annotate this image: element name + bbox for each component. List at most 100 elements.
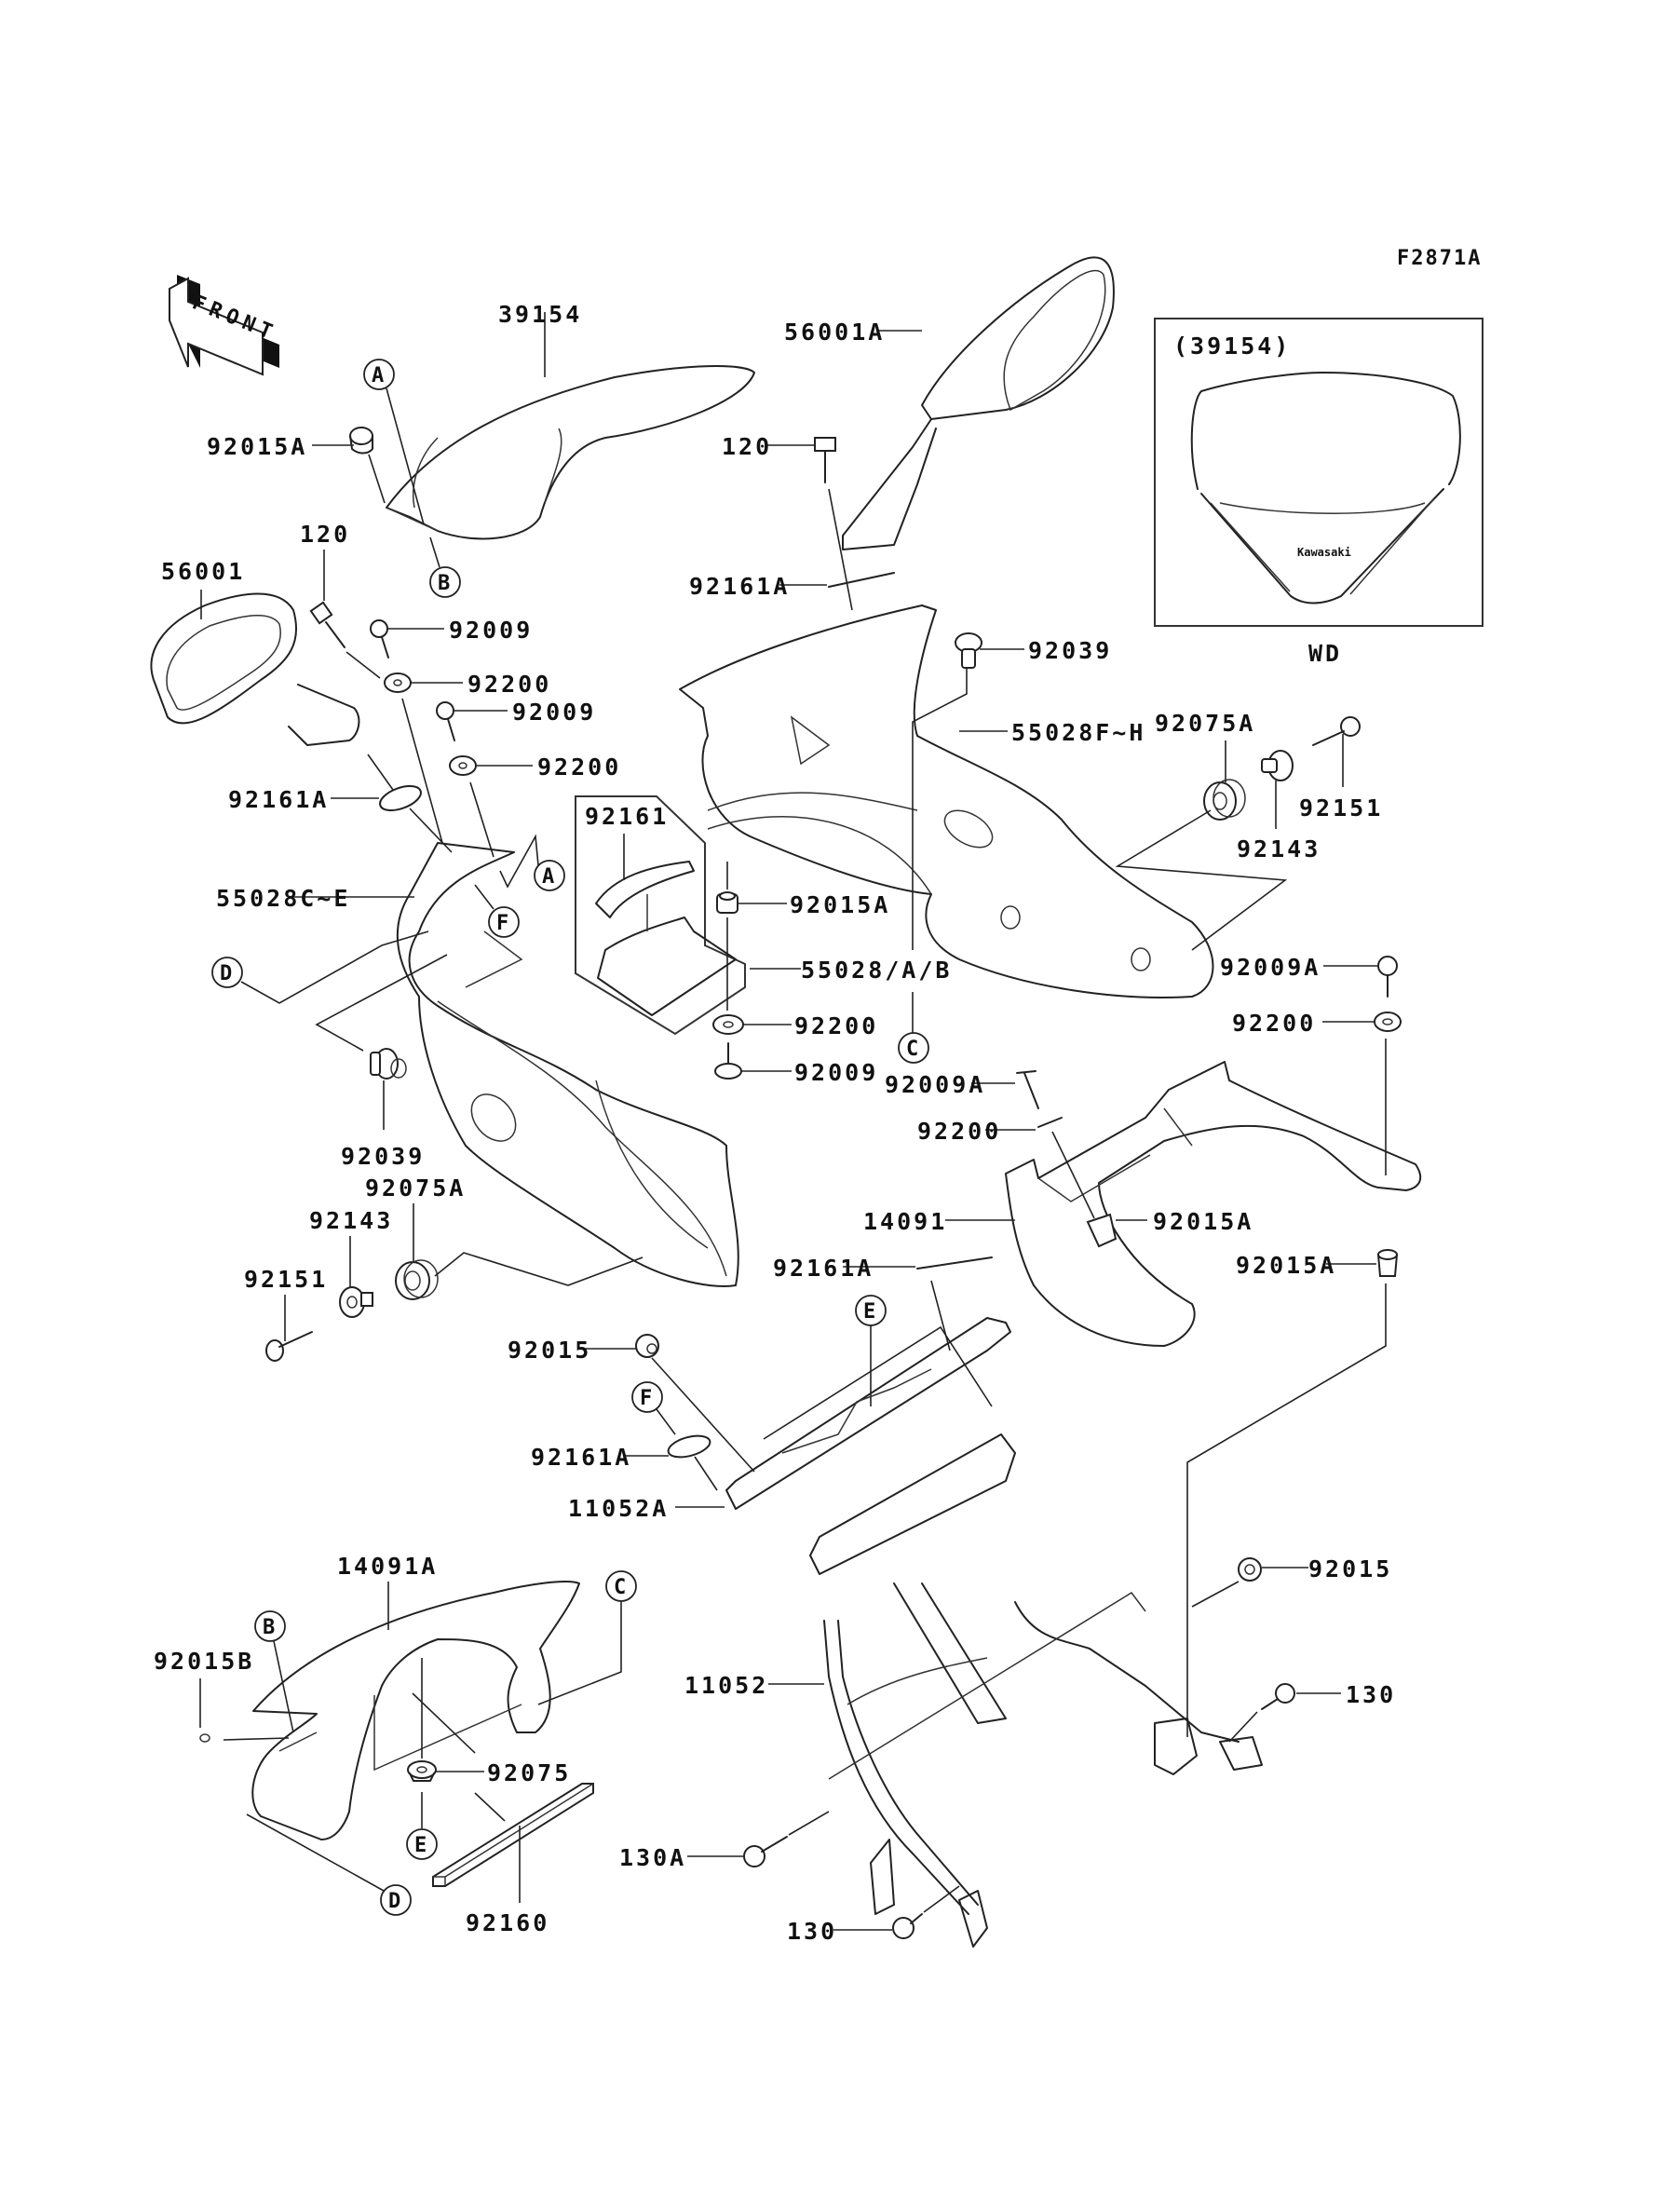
part-label-92200-right: 92200 <box>1232 1010 1316 1037</box>
part-label-92015A-mid: 92015A <box>790 891 890 918</box>
ref-marker-A: A <box>542 865 554 889</box>
inset-title: (39154) <box>1173 333 1291 360</box>
washer-icon <box>712 1014 744 1035</box>
part-label-92015A-under: 92015A <box>1153 1208 1253 1235</box>
part-label-120-right: 120 <box>722 433 772 460</box>
part-label-55028C-E: 55028C~E <box>216 885 350 912</box>
grommet-icon <box>349 427 373 455</box>
washer-icon <box>1374 1012 1402 1032</box>
screw-icon <box>1016 1070 1039 1109</box>
part-label-11052: 11052 <box>684 1672 768 1699</box>
part-label-92009-a: 92009 <box>449 617 533 644</box>
part-label-92009A-right: 92009A <box>1220 954 1321 981</box>
bolt-icon <box>743 1836 788 1867</box>
washer-icon <box>384 672 412 693</box>
rivet-clip-icon <box>955 632 982 669</box>
bolt-icon <box>814 437 836 483</box>
ref-marker-F: F <box>496 912 508 935</box>
figure-code: F2871A <box>1397 247 1482 270</box>
grommet-icon <box>1086 1213 1118 1248</box>
grommet-icon <box>407 1760 437 1782</box>
screw-icon <box>436 701 455 741</box>
inner-cover-part <box>1005 1061 1422 1347</box>
part-label-92009-b: 92009 <box>512 699 596 726</box>
part-label-92075A-left: 92075A <box>365 1175 466 1202</box>
part-label-92015-right: 92015 <box>1308 1555 1392 1582</box>
clip-nut-icon <box>199 1733 210 1743</box>
bolt-icon <box>892 1913 923 1939</box>
screw-icon <box>1377 956 1398 998</box>
part-label-92161A-bracket: 92161A <box>773 1255 874 1282</box>
part-label-92143-right: 92143 <box>1237 835 1321 862</box>
front-bracket-part <box>725 1317 1016 1575</box>
washer-icon <box>449 755 477 776</box>
screw-icon <box>714 1042 742 1080</box>
ref-marker-E: E <box>863 1300 875 1324</box>
part-label-92161: 92161 <box>585 803 669 830</box>
part-label-92039-right: 92039 <box>1028 637 1112 664</box>
part-label-130-bottom: 130 <box>787 1918 837 1945</box>
foam-strip-part <box>432 1783 594 1887</box>
ref-marker-B: B <box>438 572 450 595</box>
screw-icon <box>370 619 389 659</box>
inner-panel-part <box>595 861 737 1016</box>
ref-marker-D: D <box>220 962 232 985</box>
bolt-icon <box>1261 1683 1295 1710</box>
inner-panel-box <box>575 795 746 1036</box>
part-label-92161A-lower: 92161A <box>531 1444 631 1471</box>
front-arrow-icon: FRONT <box>169 275 280 376</box>
windshield-variant-part <box>1190 372 1461 604</box>
bolt-icon <box>1312 716 1361 746</box>
right-mirror-part <box>842 256 1115 550</box>
nut-icon <box>635 1334 659 1358</box>
part-label-92200-b: 92200 <box>537 754 621 781</box>
part-label-92015A: 92015A <box>207 433 307 460</box>
part-label-92200-mid2: 92200 <box>917 1118 1001 1145</box>
part-label-92009A-mid: 92009A <box>885 1071 985 1098</box>
ref-marker-B: B <box>263 1616 275 1639</box>
ref-marker-A: A <box>372 364 384 387</box>
inset-box <box>1154 318 1484 627</box>
part-label-11052A: 11052A <box>568 1495 669 1522</box>
part-label-130A: 130A <box>619 1844 686 1871</box>
grommet-icon <box>716 891 738 914</box>
bolt-icon <box>309 601 345 648</box>
part-label-92151-right: 92151 <box>1299 794 1383 822</box>
part-label-92161A-right: 92161A <box>689 573 790 600</box>
gasket-icon <box>667 1434 711 1459</box>
ref-marker-E: E <box>414 1834 427 1857</box>
part-label-14091A: 14091A <box>337 1553 438 1580</box>
nut-icon <box>1238 1557 1262 1582</box>
part-label-92015B: 92015B <box>154 1648 254 1675</box>
windshield-part <box>386 365 755 540</box>
part-label-92039-left: 92039 <box>341 1143 425 1170</box>
ref-marker-C: C <box>614 1576 626 1599</box>
rivet-clip-icon <box>370 1048 407 1080</box>
grommet-icon <box>1376 1249 1399 1277</box>
part-label-120-left: 120 <box>300 521 350 548</box>
right-fairing-part <box>679 604 1214 998</box>
ref-marker-F: F <box>640 1387 652 1410</box>
inset-logo: Kawasaki <box>1297 546 1351 559</box>
part-label-39154: 39154 <box>498 301 582 328</box>
part-label-92151-left: 92151 <box>244 1266 328 1293</box>
part-label-92075A-right: 92075A <box>1155 710 1255 737</box>
inset-caption: WD <box>1308 640 1342 667</box>
part-label-92161A-left: 92161A <box>228 786 329 813</box>
part-label-55028-A-B: 55028/A/B <box>801 957 952 984</box>
part-label-130-right: 130 <box>1346 1681 1396 1708</box>
part-label-92143-left: 92143 <box>309 1207 393 1234</box>
part-label-92015-bracket: 92015 <box>508 1337 591 1364</box>
collar-icon <box>339 1286 373 1318</box>
part-label-55028F-H: 55028F~H <box>1011 719 1145 746</box>
ref-marker-C-circle <box>898 1032 929 1064</box>
bolt-icon <box>265 1331 313 1362</box>
left-mirror-part <box>150 592 360 746</box>
grommet-icon <box>395 1259 439 1300</box>
ref-marker-D: D <box>388 1890 400 1913</box>
part-label-92015A-right: 92015A <box>1236 1252 1336 1279</box>
ref-marker-C: C <box>906 1038 918 1061</box>
part-label-92160: 92160 <box>466 1909 549 1936</box>
gasket-icon <box>379 785 422 811</box>
